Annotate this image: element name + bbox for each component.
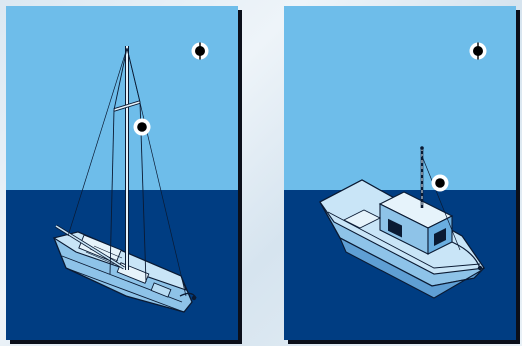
sailboat-panel: [6, 6, 238, 340]
motorboat-illustration: [319, 146, 485, 299]
mast-light-marker-icon[interactable]: [133, 118, 151, 136]
mast-light-marker-icon[interactable]: [431, 174, 449, 192]
sailboat-illustration: [52, 46, 197, 313]
motorboat-panel: [284, 6, 516, 340]
sky-background: [284, 6, 516, 190]
position-marker-icon[interactable]: [191, 42, 209, 60]
position-marker-icon[interactable]: [469, 42, 487, 60]
sky-background: [6, 6, 238, 190]
